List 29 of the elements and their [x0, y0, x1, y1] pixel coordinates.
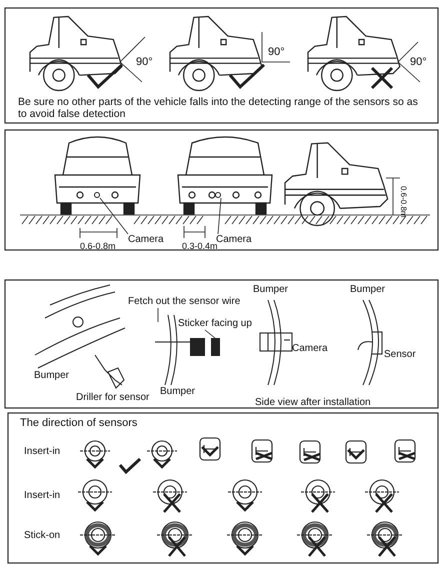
row-label: Stick-on [24, 530, 60, 542]
caption-text: Side view after installation [255, 397, 371, 409]
leader-line [218, 198, 222, 234]
camera-dot [215, 192, 221, 198]
leader-line [100, 198, 128, 234]
part-label: Sensor [384, 349, 416, 361]
part-label: Bumper [253, 284, 288, 296]
part-label: Driller for sensor [76, 392, 150, 404]
part-label: Bumper [160, 386, 196, 398]
camera-dot [94, 192, 100, 198]
leader-label: Sticker facing up [178, 318, 252, 330]
dimension-label: 0.6-0.8m [80, 240, 116, 252]
part-label: Bumper [350, 284, 386, 296]
dimension-label: 0.3-0.4m [182, 241, 218, 252]
angle-label: 90° [268, 46, 285, 58]
instruction-text: Be sure no other parts of the vehicle falls into the detecting range of the sensors so as to avoid false detection [18, 96, 419, 120]
angle-label: 90° [410, 56, 427, 68]
leader-label: Fetch out the sensor wire [128, 296, 240, 308]
leader-line [204, 330, 216, 338]
angle-label: 90° [136, 56, 153, 68]
row-label: Insert-in [24, 446, 60, 458]
leader-label: Camera [128, 234, 164, 246]
dimension-label: 0.6-0.8m [398, 186, 409, 218]
part-label: Camera [292, 343, 328, 355]
section-heading: The direction of sensors [20, 417, 138, 429]
leader-label: Camera [216, 234, 252, 246]
sensor-block [190, 338, 220, 356]
part-label: Bumper [34, 370, 70, 382]
row-label: Insert-in [24, 490, 60, 502]
